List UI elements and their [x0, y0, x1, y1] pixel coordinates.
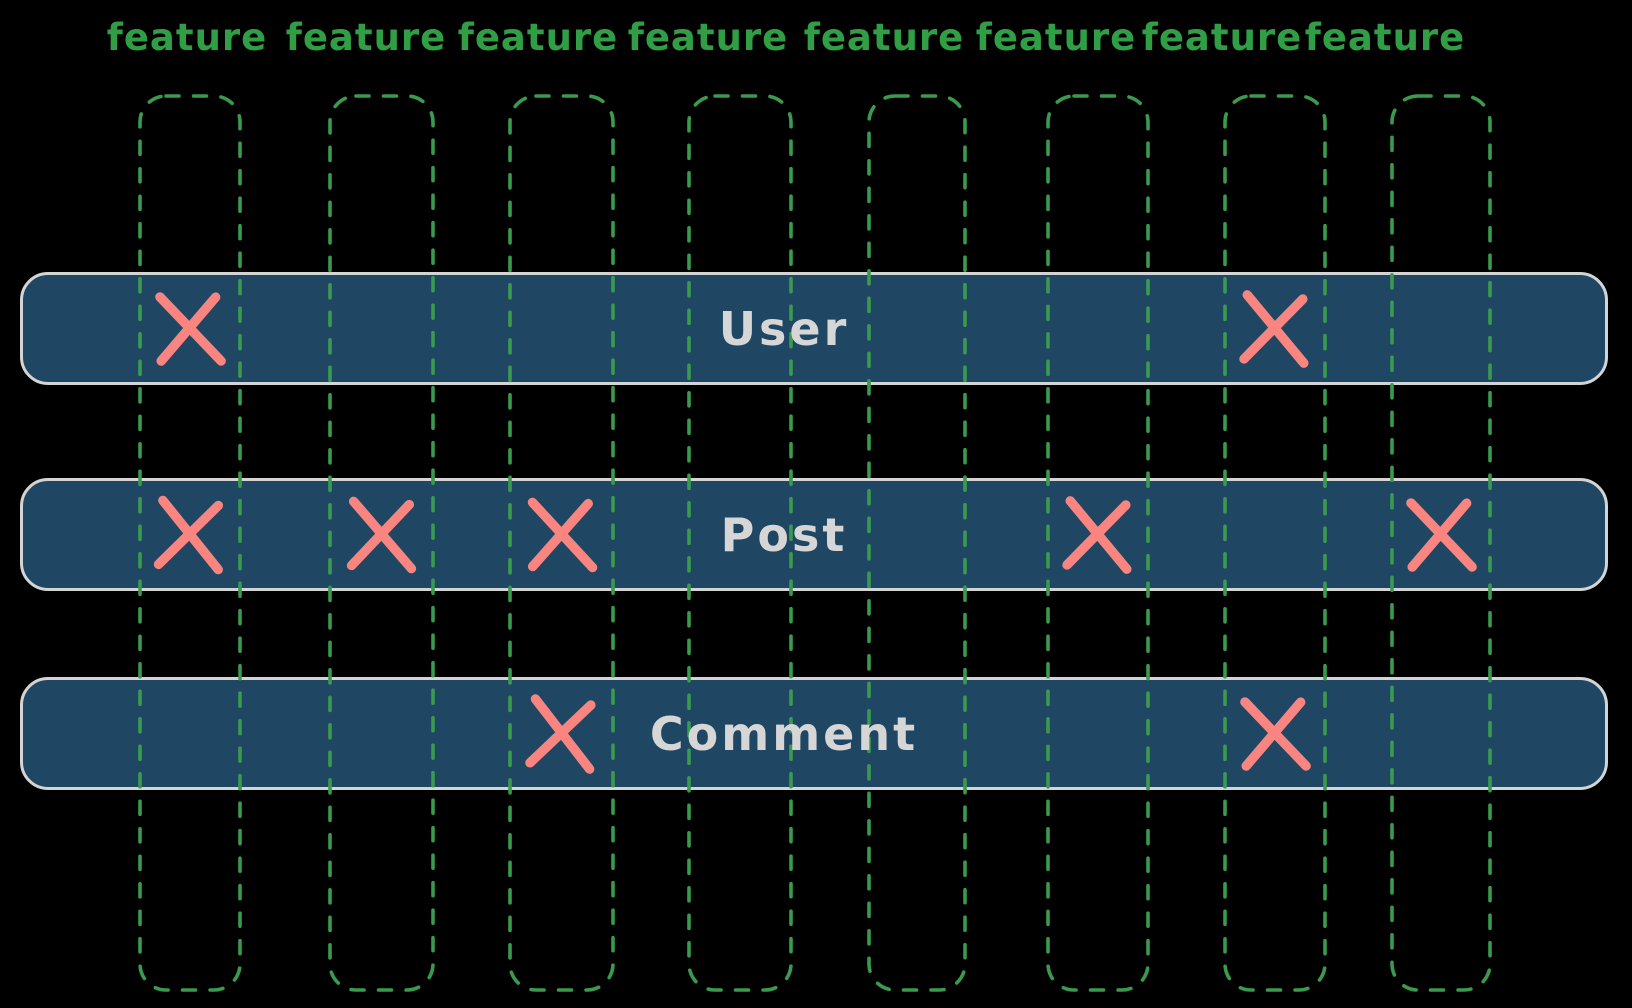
feature-column-outline-8 — [1390, 94, 1492, 992]
x-mark-icon-post-feature-6 — [1062, 495, 1132, 574]
feature-column-outline-3 — [508, 94, 615, 992]
entity-row-post: Post — [20, 478, 1608, 591]
feature-column-outline-7 — [1223, 94, 1327, 992]
feature-column-outline-1 — [138, 94, 242, 992]
feature-column-label: feature — [803, 16, 965, 59]
entity-name-label: Post — [720, 507, 848, 562]
x-mark-icon-post-feature-8 — [1406, 497, 1477, 572]
x-mark-icon-comment-feature-7 — [1240, 696, 1311, 771]
feature-column-label: feature — [285, 16, 447, 59]
entity-name-label: Comment — [649, 706, 919, 761]
feature-column-outline-4 — [687, 94, 793, 992]
feature-column-outline-6 — [1046, 94, 1150, 992]
x-mark-icon-user-feature-1 — [155, 291, 226, 366]
feature-column-label: feature — [1141, 16, 1303, 59]
entity-row-comment: Comment — [20, 677, 1608, 790]
feature-column-label: feature — [975, 16, 1137, 59]
x-mark-icon-post-feature-2 — [346, 496, 416, 573]
feature-column-label: feature — [457, 16, 619, 59]
x-mark-icon-post-feature-3 — [527, 497, 597, 572]
entity-name-label: User — [718, 301, 850, 356]
feature-column-outline-5 — [867, 94, 967, 992]
x-mark-icon-user-feature-7 — [1239, 289, 1309, 368]
feature-column-outline-2 — [328, 94, 435, 992]
x-mark-icon-post-feature-1 — [153, 495, 224, 574]
feature-column-label: feature — [1304, 16, 1466, 59]
feature-column-label: feature — [627, 16, 789, 59]
feature-column-label: feature — [106, 16, 268, 59]
entity-row-user: User — [20, 272, 1608, 385]
x-mark-icon-comment-feature-3 — [524, 693, 596, 774]
